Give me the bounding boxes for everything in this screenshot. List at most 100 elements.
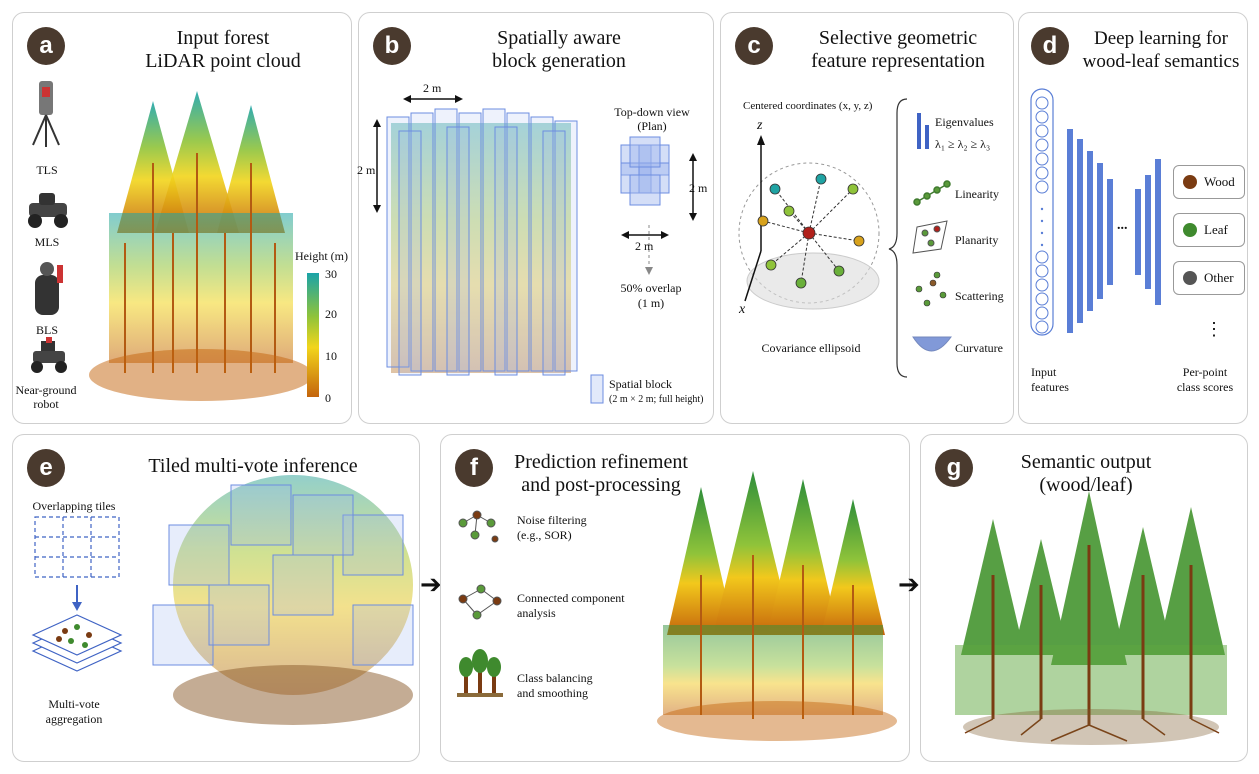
spatial-block-legend-icon bbox=[590, 374, 604, 404]
sensor-icons bbox=[28, 81, 68, 373]
dim-top: 2 m bbox=[423, 81, 442, 95]
colorbar-tick-10: 10 bbox=[325, 349, 337, 363]
overlap-value: (1 m) bbox=[637, 296, 665, 310]
panel-d-title-line1: Deep learning for bbox=[1094, 28, 1228, 49]
colorbar-title: Height (m) bbox=[295, 249, 348, 263]
panel-a-title-line2: LiDAR point cloud bbox=[145, 50, 301, 72]
coords-label: Centered coordinates (x, y, z) bbox=[743, 100, 873, 112]
panel-g-title-line2: (wood/leaf) bbox=[1039, 474, 1133, 496]
panel-d-title-line2: wood-leaf semantics bbox=[1082, 51, 1240, 72]
axis-z-label: z bbox=[757, 118, 763, 133]
robot-icon bbox=[31, 337, 67, 373]
post-processing-icons bbox=[457, 471, 897, 741]
step-balancing-2: and smoothing bbox=[517, 686, 588, 700]
input-label-2: features bbox=[1031, 380, 1069, 394]
mls-vehicle-icon bbox=[28, 193, 68, 228]
plan-subtitle: (Plan) bbox=[637, 119, 667, 133]
panel-d: d Deep learning for wood-leaf semantics … bbox=[1018, 12, 1248, 424]
panel-badge-c: c bbox=[735, 27, 773, 65]
plan-dim-bottom: 2 m bbox=[635, 239, 654, 253]
height-colorbar bbox=[307, 273, 319, 397]
panel-c-title: Selective geometric feature representati… bbox=[785, 27, 1011, 73]
panel-g-title: Semantic output (wood/leaf) bbox=[981, 451, 1191, 497]
arrow-e-to-f: ➔ bbox=[420, 570, 442, 600]
tile-grid bbox=[34, 516, 120, 578]
feature-eigenvalues: Eigenvalues bbox=[935, 115, 994, 129]
panel-g-title-line1: Semantic output bbox=[1020, 451, 1152, 473]
panel-badge-d: d bbox=[1031, 27, 1069, 65]
bls-backpack-icon bbox=[35, 262, 63, 315]
sensor-label-tls: TLS bbox=[36, 163, 58, 177]
eigenvalue-bars-icon bbox=[917, 113, 929, 149]
class-vdots: ⋮ bbox=[1205, 319, 1223, 339]
plan-dim-right: 2 m bbox=[689, 181, 708, 195]
step-balancing-1: Class balancing bbox=[517, 671, 593, 685]
panel-b-title: Spatially aware block generation bbox=[439, 27, 679, 73]
other-color-dot bbox=[1183, 271, 1197, 285]
forest-pointcloud bbox=[89, 91, 313, 401]
feature-planarity: Planarity bbox=[955, 233, 999, 247]
ellipsoid-label: Covariance ellipsoid bbox=[761, 341, 861, 355]
sensor-label-robot: Near-ground robot bbox=[15, 383, 77, 411]
panel-c: c Selective geometric feature representa… bbox=[720, 12, 1014, 424]
plan-title: Top-down view bbox=[614, 105, 690, 119]
input-label-1: Input bbox=[1031, 365, 1057, 379]
panel-b-title-line1: Spatially aware bbox=[497, 27, 621, 49]
class-box-other: Other bbox=[1173, 261, 1245, 295]
linearity-icon bbox=[913, 180, 951, 206]
panel-d-title: Deep learning for wood-leaf semantics bbox=[1075, 27, 1247, 73]
legend-sub: (2 m × 2 m; full height) bbox=[609, 394, 704, 405]
aggregation-label-1: Multi-vote bbox=[48, 697, 100, 711]
step-noise-filter-2: (e.g., SOR) bbox=[517, 528, 572, 542]
eigen-formula: λ₁ ≥ λ₂ ≥ λ₃ bbox=[935, 137, 991, 151]
panel-a-title: Input forest LiDAR point cloud bbox=[103, 27, 343, 73]
class-box-wood: Wood bbox=[1173, 165, 1245, 199]
block-grid-diagram bbox=[373, 95, 697, 404]
panel-badge-b: b bbox=[373, 27, 411, 65]
semantic-output-forest bbox=[955, 491, 1227, 745]
scattering-icon bbox=[915, 271, 947, 307]
overlap-label: 50% overlap bbox=[620, 281, 682, 295]
panel-a: a Input forest LiDAR point cloud TLS MLS… bbox=[12, 12, 352, 424]
class-label-leaf: Leaf bbox=[1204, 222, 1228, 237]
sensor-label-mls: MLS bbox=[34, 235, 60, 249]
covariance-diagram bbox=[738, 98, 952, 378]
leaf-color-dot bbox=[1183, 223, 1197, 237]
class-box-leaf: Leaf bbox=[1173, 213, 1245, 247]
tiled-inference-diagram bbox=[31, 475, 414, 725]
layer-stack bbox=[31, 614, 123, 672]
layer-ellipsis: ... bbox=[1117, 218, 1128, 233]
tiles-label: Overlapping tiles bbox=[32, 499, 116, 513]
colorbar-tick-20: 20 bbox=[325, 307, 337, 321]
step-connected-2: analysis bbox=[517, 606, 556, 620]
class-label-other: Other bbox=[1204, 270, 1234, 285]
feature-curvature: Curvature bbox=[955, 341, 1003, 355]
panel-badge-a: a bbox=[27, 27, 65, 65]
wood-color-dot bbox=[1183, 175, 1197, 189]
step-noise-filter-1: Noise filtering bbox=[517, 513, 587, 527]
step-connected-1: Connected component bbox=[517, 591, 625, 605]
colorbar-tick-0: 0 bbox=[325, 391, 331, 405]
input-column bbox=[1030, 88, 1054, 336]
connected-component-icon bbox=[458, 584, 502, 620]
panel-f-title-line1: Prediction refinement bbox=[514, 451, 688, 473]
output-label-2: class scores bbox=[1176, 380, 1234, 394]
class-balancing-icon bbox=[457, 649, 503, 697]
colorbar-tick-30: 30 bbox=[325, 267, 337, 281]
dim-left: 2 m bbox=[357, 163, 376, 177]
plan-view-squares bbox=[620, 136, 670, 206]
arrow-f-to-g: ➔ bbox=[898, 570, 920, 600]
legend-title: Spatial block bbox=[609, 377, 672, 391]
panel-badge-g: g bbox=[935, 449, 973, 487]
panel-badge-f: f bbox=[455, 449, 493, 487]
sensor-label-bls: BLS bbox=[35, 323, 58, 337]
panel-b-title-line2: block generation bbox=[492, 50, 626, 72]
curvature-icon bbox=[912, 336, 952, 352]
feature-linearity: Linearity bbox=[955, 187, 999, 201]
tls-scanner-icon bbox=[32, 81, 60, 147]
panel-f: f Prediction refinement and post-process… bbox=[440, 434, 910, 762]
panel-e: e Tiled multi-vote inference Overlapping… bbox=[12, 434, 420, 762]
panel-badge-e: e bbox=[27, 449, 65, 487]
panel-c-title-line2: feature representation bbox=[811, 50, 985, 72]
planarity-icon bbox=[912, 220, 948, 254]
